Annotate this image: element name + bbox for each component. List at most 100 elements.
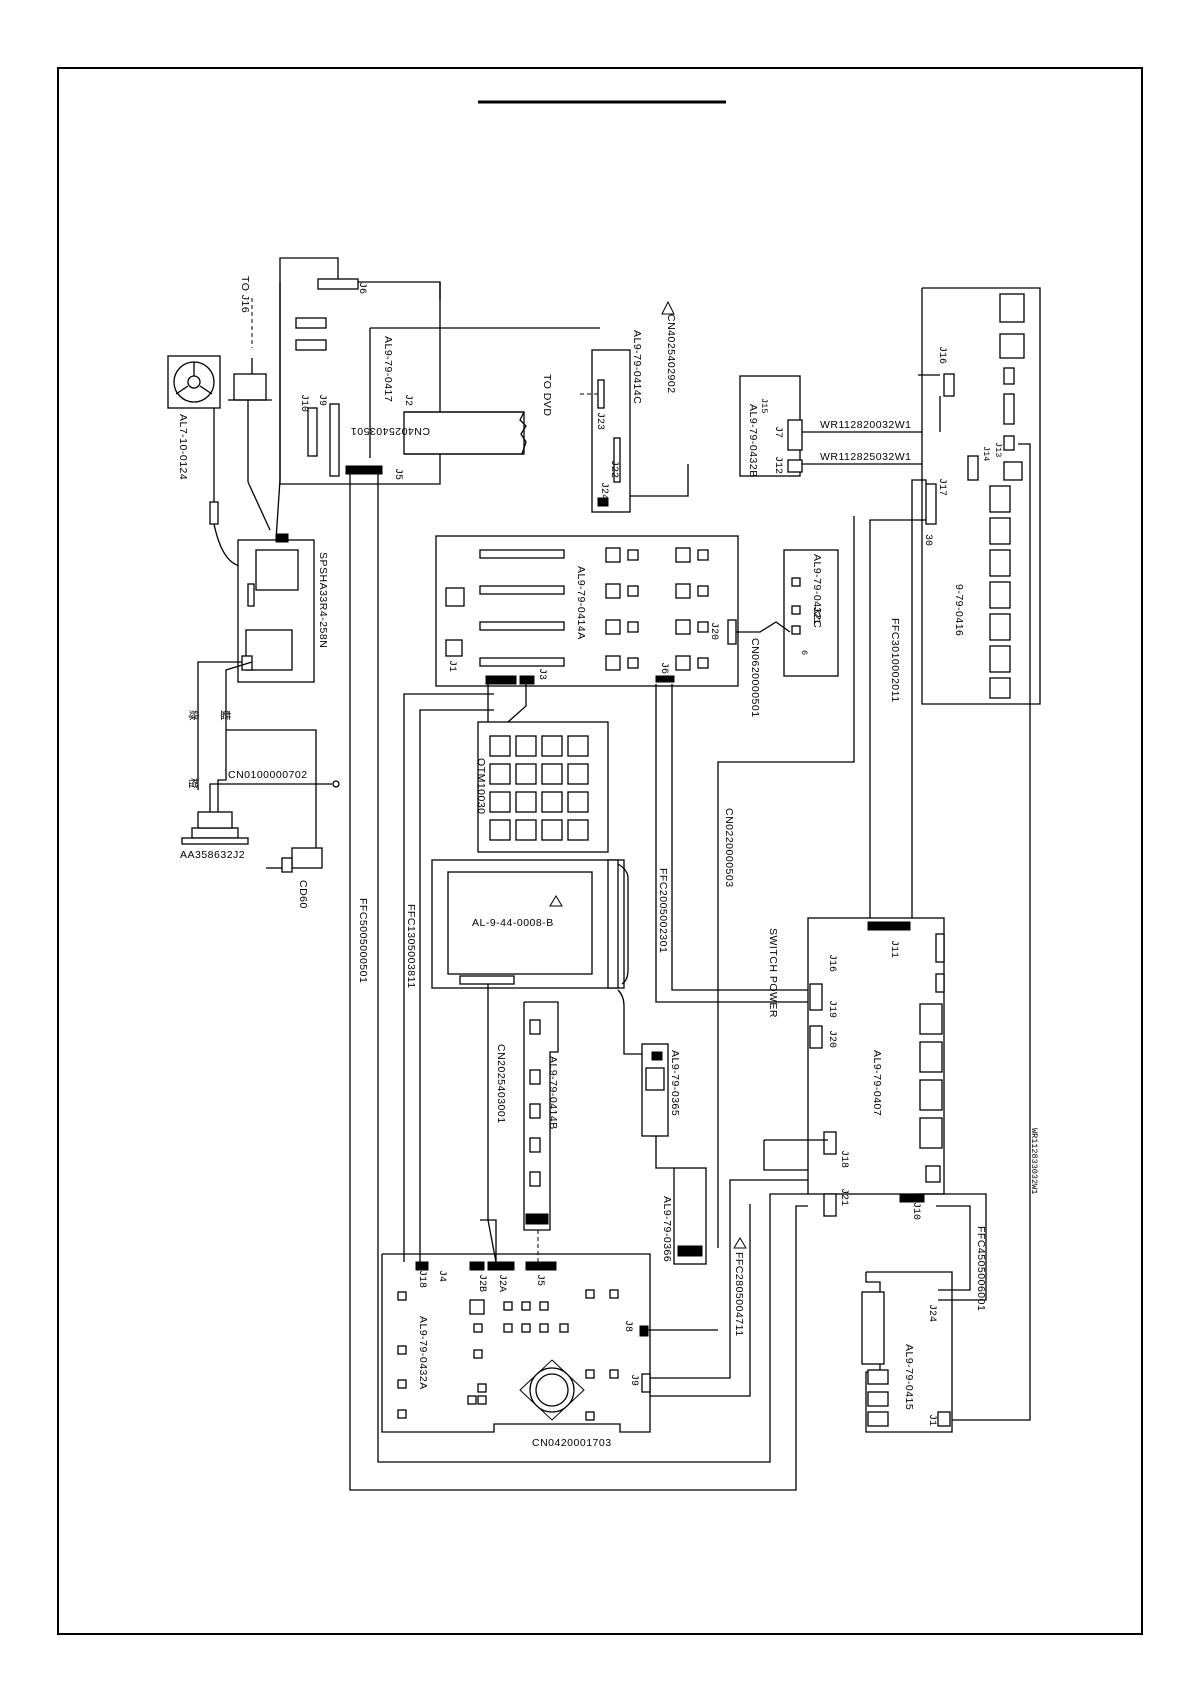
label-j15: J15	[759, 398, 769, 413]
cable-cn4025403501-torn	[404, 411, 527, 455]
board-al9-79-0407	[807, 917, 945, 1217]
label-wr112820032: WR112820032W1	[820, 419, 912, 431]
label-b0366: AL9-79-0366	[661, 1196, 673, 1262]
label-j8: J8	[622, 1320, 633, 1332]
label-j5-top: J5	[392, 468, 403, 480]
label-j9-panel: J9	[628, 1374, 639, 1386]
label-j4: J4	[436, 1270, 447, 1282]
label-j16-main: J16	[826, 954, 837, 972]
label-b0416: 9-79-0416	[953, 584, 965, 636]
label-pin30: 30	[922, 534, 933, 546]
label-j10-main: J10	[910, 1202, 921, 1220]
board-al9-79-0414c	[591, 349, 631, 513]
board-al9-79-0365	[641, 1043, 669, 1137]
label-b0432c: AL9-79-0432C	[811, 554, 823, 628]
label-j17: J17	[936, 478, 947, 496]
label-ffc2005002301: FFC2005002301	[657, 868, 669, 953]
label-j2a: J2A	[496, 1274, 507, 1292]
label-j22: J22	[608, 460, 619, 478]
label-j12: J12	[772, 456, 783, 474]
label-blue: 藍	[219, 710, 232, 721]
label-j1-a: J1	[446, 660, 457, 672]
keypad-otm	[477, 721, 609, 853]
board-al9-79-0432b	[739, 375, 803, 477]
label-j1-b: J1	[926, 1414, 937, 1426]
label-j16: J16	[936, 346, 947, 364]
board-al9-79-0432c	[783, 549, 839, 677]
board-9-79-0416	[921, 287, 1041, 705]
board-al9-79-0366	[673, 1167, 707, 1265]
label-j5-panel: J5	[534, 1274, 545, 1286]
label-b0414b: AL9-79-0414B	[547, 1056, 559, 1130]
label-b0417: AL9-79-0417	[382, 336, 394, 402]
label-j6-top: J6	[356, 282, 367, 294]
warning-triangle-3	[733, 1237, 747, 1249]
label-dsub: AA358632J2	[180, 849, 245, 861]
label-b0432a: AL9-79-0432A	[417, 1316, 429, 1390]
label-fan: AL7-10-0124	[177, 414, 189, 480]
label-j20-a: J20	[708, 622, 719, 640]
label-j6-a: J6	[658, 662, 669, 674]
label-j24: J24	[598, 482, 609, 500]
label-b0407: AL9-79-0407	[871, 1050, 883, 1116]
label-pin6: 6	[799, 650, 809, 655]
board-al9-79-0414a	[435, 535, 739, 687]
label-j21-main: J21	[838, 1188, 849, 1206]
label-ffc5005000501: FFC5005000501	[357, 898, 369, 983]
cd60-jack	[266, 847, 323, 873]
label-j14: J14	[981, 446, 991, 461]
page-frame	[57, 67, 1143, 1635]
label-j24-b: J24	[926, 1304, 937, 1322]
label-j3-a: J3	[536, 668, 547, 680]
label-lcd: AL-9-44-0008-B	[472, 917, 554, 929]
label-cn4025403501: CN4025403501	[350, 425, 430, 437]
label-wr112825032: WR112825032W1	[820, 451, 912, 463]
label-b0432b: AL9-79-0432B	[747, 404, 759, 478]
label-j2-top: J2	[402, 394, 413, 406]
label-b0414c: AL9-79-0414C	[631, 330, 643, 404]
board-al9-79-0432a	[381, 1253, 651, 1433]
label-j20-main: J20	[826, 1030, 837, 1048]
label-j18-panel: J18	[416, 1270, 427, 1288]
label-j11: J11	[888, 940, 899, 958]
label-ffc1305003811: FFC1305003811	[405, 904, 417, 989]
label-cn4025402902: CN4025402902	[665, 314, 677, 394]
d-sub-connector	[181, 811, 249, 845]
label-j18-main: J18	[838, 1150, 849, 1168]
label-b0365: AL9-79-0365	[669, 1050, 681, 1116]
label-ffc2805004711: FFC2805004711	[733, 1252, 745, 1337]
label-b0415: AL9-79-0415	[903, 1344, 915, 1410]
board-al9-79-0414b	[523, 1001, 559, 1231]
label-j13: J13	[993, 442, 1003, 457]
label-j21-c: J21	[810, 606, 821, 624]
to-j16-plug	[228, 298, 272, 531]
label-orange: 橙	[187, 778, 200, 789]
label-j9-top: J9	[316, 394, 327, 406]
label-to-dvd: TO DVD	[541, 374, 553, 416]
label-cn0220000503: CN0220000503	[723, 808, 735, 888]
warning-triangle-2	[549, 895, 563, 907]
label-cn0420001703: CN0420001703	[532, 1437, 612, 1449]
label-to-j16: TO J16	[239, 276, 251, 313]
lcd-module	[431, 859, 625, 989]
label-cn2025403001: CN2025403001	[495, 1044, 507, 1124]
label-cn0100000702: CN0100000702	[228, 769, 308, 781]
label-switch-power: SWITCH POWER	[767, 928, 779, 1018]
label-j23: J23	[594, 412, 605, 430]
label-j7: J7	[772, 426, 783, 438]
warning-triangle-1	[661, 300, 675, 315]
label-j19: J19	[826, 1000, 837, 1018]
label-ffc3010002011: FFC3010002011	[889, 618, 901, 703]
fan-assembly	[167, 355, 221, 525]
label-cd60: CD60	[297, 880, 309, 909]
board-al9-79-0415	[861, 1271, 953, 1433]
label-ffc4505006001: FFC4505006001	[975, 1226, 987, 1311]
label-cn0620000501: CN0620000501	[749, 638, 761, 718]
board-al9-79-0417	[279, 257, 525, 485]
label-otm: OTM10030	[475, 758, 487, 815]
label-b0414a: AL9-79-0414A	[575, 566, 587, 640]
label-j2b: J2B	[476, 1274, 487, 1292]
label-green: 綠	[187, 710, 199, 721]
board-sps	[237, 533, 315, 683]
label-sps: SPSHA33R4-258N	[317, 552, 329, 648]
